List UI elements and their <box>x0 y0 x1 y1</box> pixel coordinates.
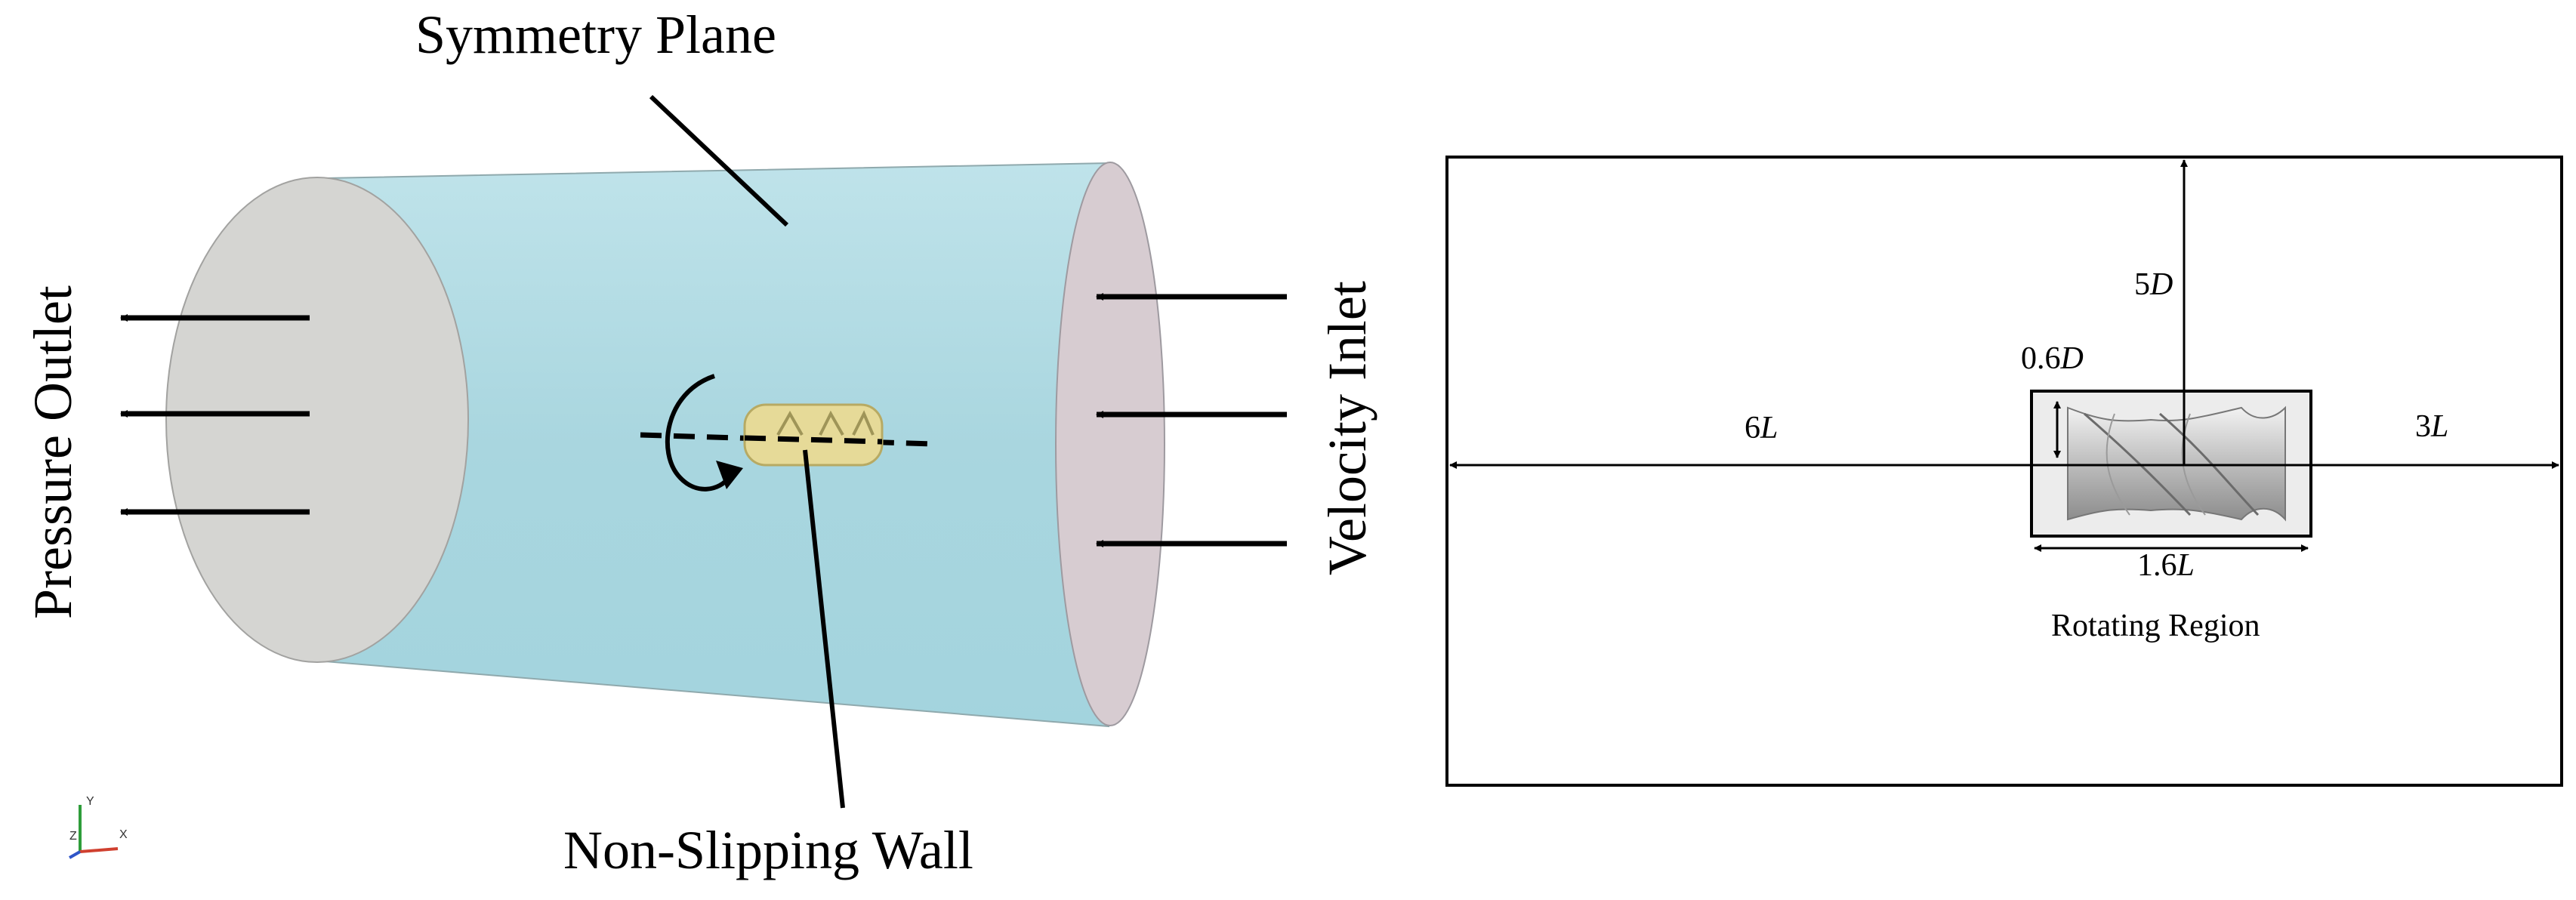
non-slipping-wall-leader <box>803 449 845 809</box>
z-axis-icon <box>69 850 81 859</box>
pressure-outlet-face <box>165 177 469 663</box>
symmetry-plane-leader <box>649 94 789 227</box>
rotating-region-label: Rotating Region <box>2051 609 2260 643</box>
dim-06d-label: 0.6D <box>2021 341 2084 376</box>
dim-3l-label: 3L <box>2415 409 2448 444</box>
axis-triad: Y Z X <box>69 795 128 859</box>
rotation-axis-over <box>744 435 883 445</box>
dim-5d-label: 5D <box>2134 267 2173 302</box>
velocity-inlet-label: Velocity Inlet <box>1317 281 1377 575</box>
dim-16l-label: 1.6L <box>2137 548 2195 583</box>
x-axis-icon <box>79 847 119 853</box>
domain-dimensions-2d: 5D 0.6D 6L 3L 1.6L Rotating Region <box>1445 156 2563 787</box>
rotation-arrowhead-icon <box>716 461 743 489</box>
rotor-object <box>743 403 884 467</box>
y-axis-letter: Y <box>86 795 94 808</box>
rotation-direction-icon <box>665 374 732 492</box>
symmetry-plane-label: Symmetry Plane <box>415 5 776 65</box>
dim-6l-label: 6L <box>1745 411 1778 445</box>
z-axis-letter: Z <box>69 830 77 843</box>
screw-rotor <box>2067 405 2286 522</box>
velocity-inlet-face <box>1055 162 1165 726</box>
inlet-arrows <box>1096 293 1287 547</box>
computational-domain-3d: Symmetry Plane Non-Slipping Wall Pressur… <box>23 5 1377 880</box>
non-slipping-wall-label: Non-Slipping Wall <box>563 820 973 880</box>
pressure-outlet-label: Pressure Outlet <box>23 285 83 619</box>
outlet-arrows <box>120 314 310 516</box>
domain-boundary <box>1445 156 2563 787</box>
x-axis-letter: X <box>119 828 128 841</box>
